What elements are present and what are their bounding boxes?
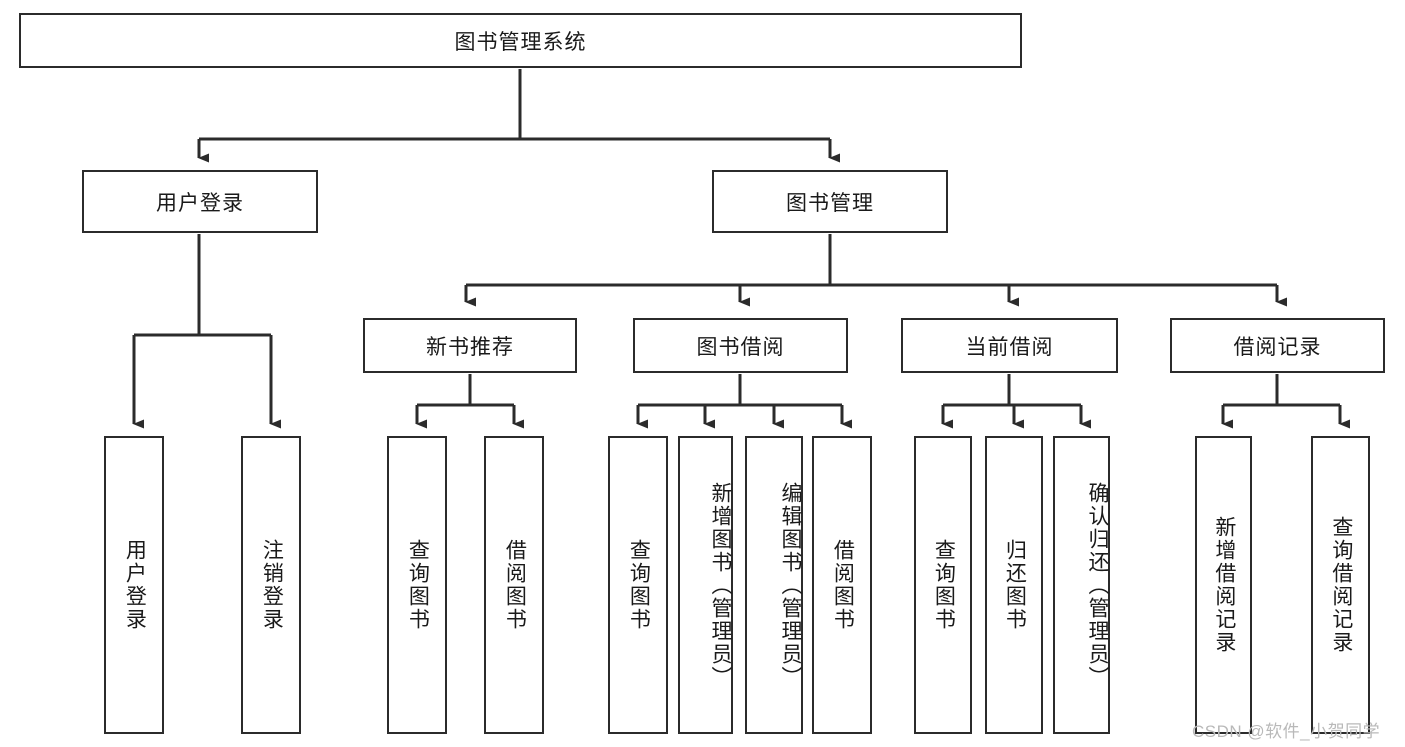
leaf-borrow-borrow-book-label: 借阅图书 — [831, 539, 855, 631]
node-book-borrow-label: 图书借阅 — [696, 335, 785, 359]
node-user-login[interactable]: 用户登录 — [82, 170, 318, 233]
leaf-recommend-borrow-book-label: 借阅图书 — [503, 539, 527, 631]
leaf-record-add-record-label: 新增借阅记录 — [1212, 516, 1236, 654]
leaf-user-login-label: 用户登录 — [123, 539, 147, 631]
node-current-borrow[interactable]: 当前借阅 — [901, 318, 1118, 373]
leaf-current-confirm-return-admin[interactable]: 确认归还（管理员） — [1053, 436, 1110, 734]
node-new-book-recommend[interactable]: 新书推荐 — [363, 318, 577, 373]
leaf-borrow-edit-book-admin-label: 编辑图书（管理员） — [779, 481, 802, 689]
node-current-borrow-label: 当前借阅 — [965, 335, 1054, 359]
node-root-system[interactable]: 图书管理系统 — [19, 13, 1022, 68]
leaf-current-query-book[interactable]: 查询图书 — [914, 436, 972, 734]
leaf-recommend-borrow-book[interactable]: 借阅图书 — [484, 436, 544, 734]
node-borrow-record-label: 借阅记录 — [1233, 335, 1322, 359]
leaf-borrow-edit-book-admin[interactable]: 编辑图书（管理员） — [745, 436, 803, 734]
leaf-borrow-add-book-admin-label: 新增图书（管理员） — [709, 481, 732, 689]
leaf-logout-login[interactable]: 注销登录 — [241, 436, 301, 734]
node-borrow-record[interactable]: 借阅记录 — [1170, 318, 1385, 373]
leaf-borrow-query-book[interactable]: 查询图书 — [608, 436, 668, 734]
watermark-text: CSDN @软件_小贺同学 — [1192, 722, 1381, 741]
node-root-system-label: 图书管理系统 — [454, 30, 587, 54]
leaf-current-return-book[interactable]: 归还图书 — [985, 436, 1043, 734]
leaf-recommend-query-book[interactable]: 查询图书 — [387, 436, 447, 734]
node-book-management[interactable]: 图书管理 — [712, 170, 948, 233]
leaf-recommend-query-book-label: 查询图书 — [406, 539, 430, 631]
leaf-borrow-query-book-label: 查询图书 — [627, 539, 651, 631]
leaf-record-query-record-label: 查询借阅记录 — [1329, 516, 1353, 654]
node-user-login-label: 用户登录 — [156, 191, 244, 215]
node-book-borrow[interactable]: 图书借阅 — [633, 318, 848, 373]
node-book-management-label: 图书管理 — [786, 191, 874, 215]
leaf-current-confirm-return-admin-label: 确认归还（管理员） — [1086, 481, 1109, 689]
leaf-borrow-borrow-book[interactable]: 借阅图书 — [812, 436, 872, 734]
node-new-book-recommend-label: 新书推荐 — [426, 335, 514, 359]
leaf-record-query-record[interactable]: 查询借阅记录 — [1311, 436, 1370, 734]
leaf-logout-login-label: 注销登录 — [260, 539, 284, 631]
leaf-record-add-record[interactable]: 新增借阅记录 — [1195, 436, 1252, 734]
leaf-current-return-book-label: 归还图书 — [1003, 539, 1027, 631]
leaf-current-query-book-label: 查询图书 — [932, 539, 956, 631]
leaf-borrow-add-book-admin[interactable]: 新增图书（管理员） — [678, 436, 733, 734]
leaf-user-login[interactable]: 用户登录 — [104, 436, 164, 734]
